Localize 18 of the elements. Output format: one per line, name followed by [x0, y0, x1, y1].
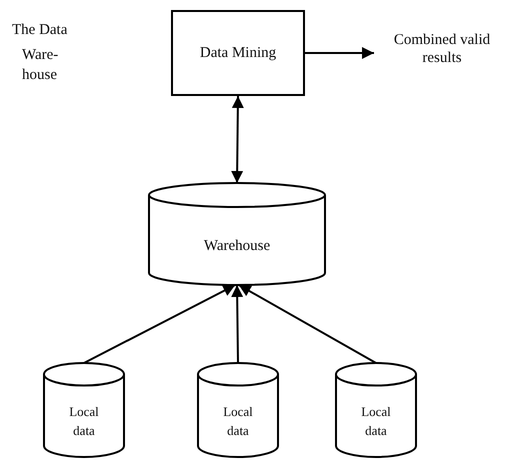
node-label: Local data: [68, 403, 100, 440]
node-label: Local data: [222, 403, 254, 440]
database-cylinder: [148, 183, 326, 285]
node-label: Local data: [360, 403, 392, 440]
arrow: [84, 284, 236, 364]
arrow: [238, 284, 376, 364]
node-label: Data Mining: [198, 44, 278, 62]
arrow: [305, 47, 374, 59]
node-label: Warehouse: [204, 237, 270, 255]
database-cylinder: [197, 363, 279, 457]
arrow: [231, 96, 244, 184]
database-cylinder: [43, 363, 125, 457]
process-box: [171, 10, 305, 96]
note-text: Ware- house: [22, 46, 60, 85]
arrow: [231, 284, 244, 364]
note-text: The Data: [12, 21, 68, 40]
node-label: Combined valid results: [392, 31, 492, 67]
database-cylinder: [335, 363, 417, 457]
